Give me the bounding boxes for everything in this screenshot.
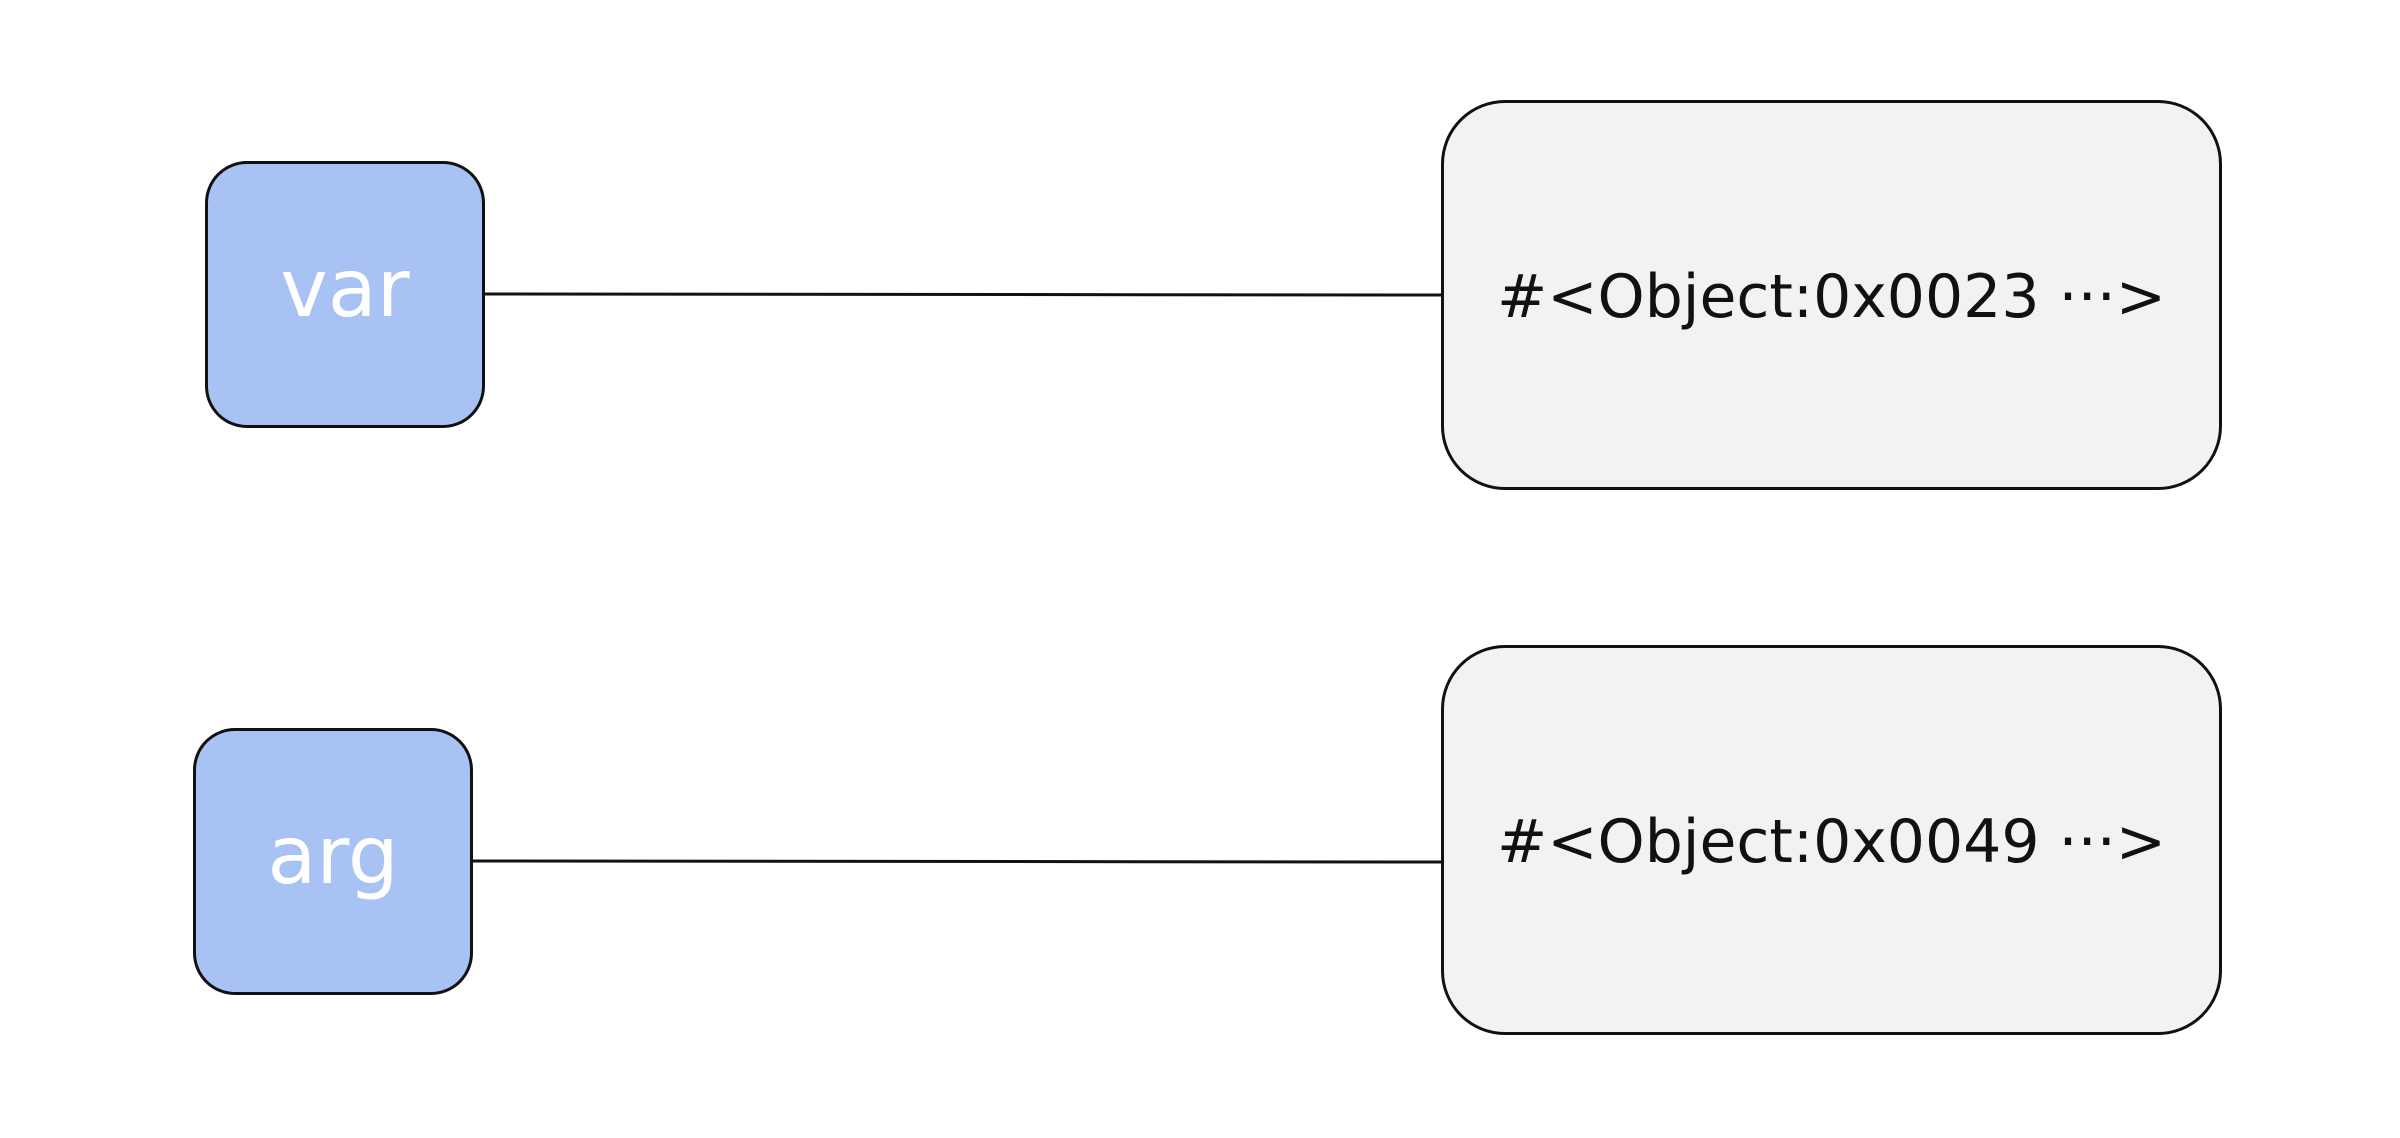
object-label-0x0049: #<Object:0x0049 ···> (1496, 807, 2167, 877)
variable-node-var: var (205, 161, 485, 428)
edge-var-to-object-0x0023 (484, 292, 1442, 297)
variable-node-arg: arg (193, 728, 473, 995)
variable-label-var: var (280, 241, 410, 335)
object-label-0x0023: #<Object:0x0023 ···> (1496, 262, 2167, 332)
object-node-0x0049: #<Object:0x0049 ···> (1441, 645, 2222, 1035)
variable-label-arg: arg (267, 808, 399, 902)
object-node-0x0023: #<Object:0x0023 ···> (1441, 100, 2222, 490)
edge-arg-to-object-0x0049 (472, 859, 1442, 864)
